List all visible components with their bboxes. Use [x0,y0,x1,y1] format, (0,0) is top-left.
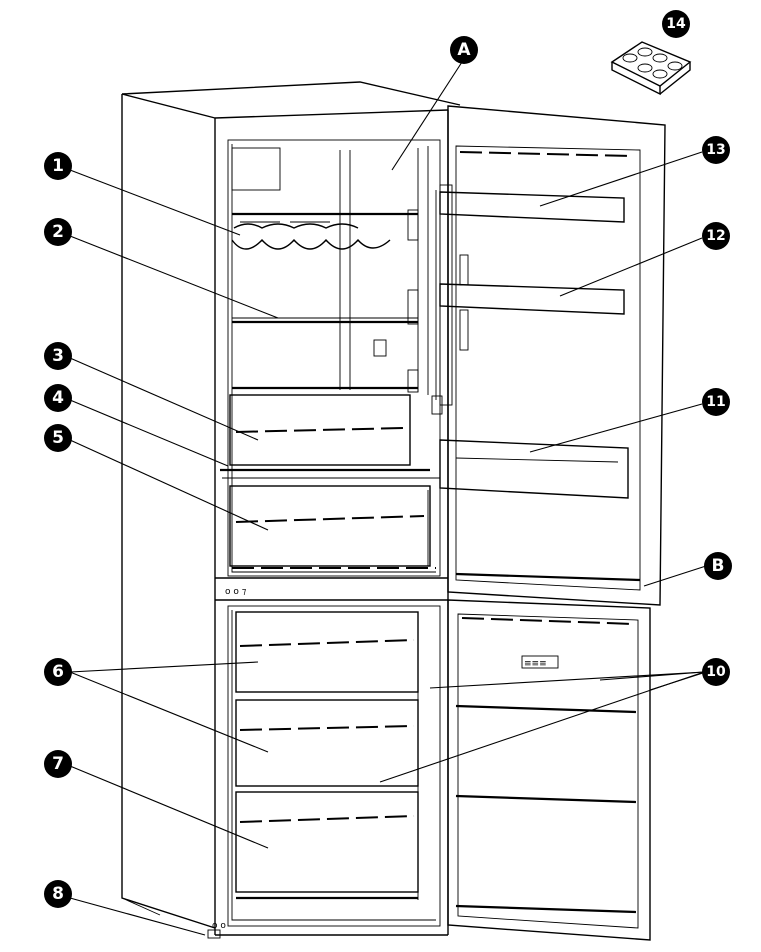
svg-text:o o: o o [212,921,226,931]
callout-5: 5 [44,424,72,452]
wine-rack [231,221,391,250]
leader-lines [69,61,707,936]
freezer-drawer-middle [235,699,419,787]
callout-A: A [450,36,478,64]
freezer-drawer-top [235,611,419,693]
svg-text:≡≡≡: ≡≡≡ [524,659,547,669]
callout-12: 12 [702,222,730,250]
callout-4: 4 [44,384,72,412]
svg-text:2: 2 [52,222,64,242]
svg-text:o o ⁊: o o ⁊ [225,587,247,597]
callout-13: 13 [702,136,730,164]
fridge-compartment [220,139,443,577]
callout-2: 2 [44,218,72,246]
callout-14: 14 [662,10,690,38]
callout-B: B [704,552,732,580]
svg-text:13: 13 [706,142,725,158]
freezer-compartment: o o [212,605,441,931]
callout-7: 7 [44,750,72,778]
svg-text:12: 12 [706,228,725,244]
door-balcony-middle [439,283,625,315]
svg-text:4: 4 [52,388,64,408]
crisper-drawer-upper [229,394,411,466]
door-balcony-top [439,191,625,223]
callout-3: 3 [44,342,72,370]
ice-tray [610,41,692,96]
freezer-door: ≡≡≡ [447,599,651,941]
callout-11: 11 [702,388,730,416]
svg-text:11: 11 [706,394,725,410]
freezer-drawer-bottom [235,791,419,893]
crisper-drawer-lower [229,485,431,567]
svg-text:10: 10 [706,664,726,680]
svg-text:6: 6 [52,662,64,682]
door-balcony-bottom [439,439,629,499]
callout-8: 8 [44,880,72,908]
callout-6: 6 [44,658,72,686]
svg-text:A: A [457,40,471,60]
callout-1: 1 [44,152,72,180]
svg-text:14: 14 [666,16,686,32]
svg-text:5: 5 [52,428,64,448]
fridge-door [435,105,666,606]
svg-text:3: 3 [52,346,64,366]
svg-text:7: 7 [52,754,64,774]
svg-text:B: B [712,556,725,576]
callout-10: 10 [702,658,730,686]
svg-text:8: 8 [52,884,64,904]
svg-text:1: 1 [52,156,64,176]
